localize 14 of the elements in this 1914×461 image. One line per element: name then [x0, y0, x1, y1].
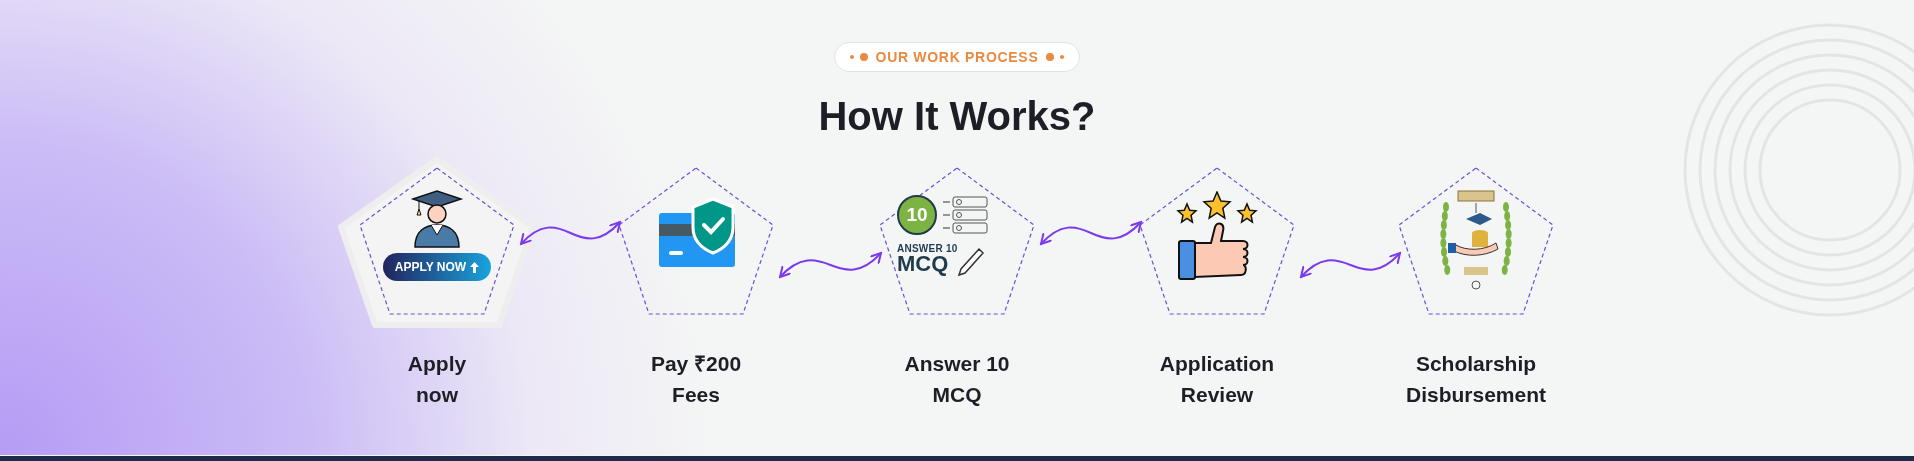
curved-arrow — [1300, 252, 1401, 278]
badge-text: APPLY NOW — [394, 259, 467, 276]
answer-caption: ANSWER 10 — [897, 242, 958, 256]
curved-arrow — [1040, 221, 1142, 245]
step-caption: Pay ₹200 Fees — [649, 351, 743, 408]
mcq-caption: MCQ — [897, 253, 949, 275]
step-caption: Apply now — [406, 351, 468, 408]
step-caption: Application Review — [1158, 351, 1276, 408]
curved-arrow — [779, 252, 882, 278]
step-caption: Scholarship Disbursement — [1404, 351, 1547, 408]
step-caption: Answer 10 MCQ — [903, 351, 1011, 408]
title: How It Works? — [817, 96, 1097, 136]
curved-arrow — [520, 221, 621, 245]
badge-text: OUR WORK PROCESS — [875, 47, 1039, 67]
